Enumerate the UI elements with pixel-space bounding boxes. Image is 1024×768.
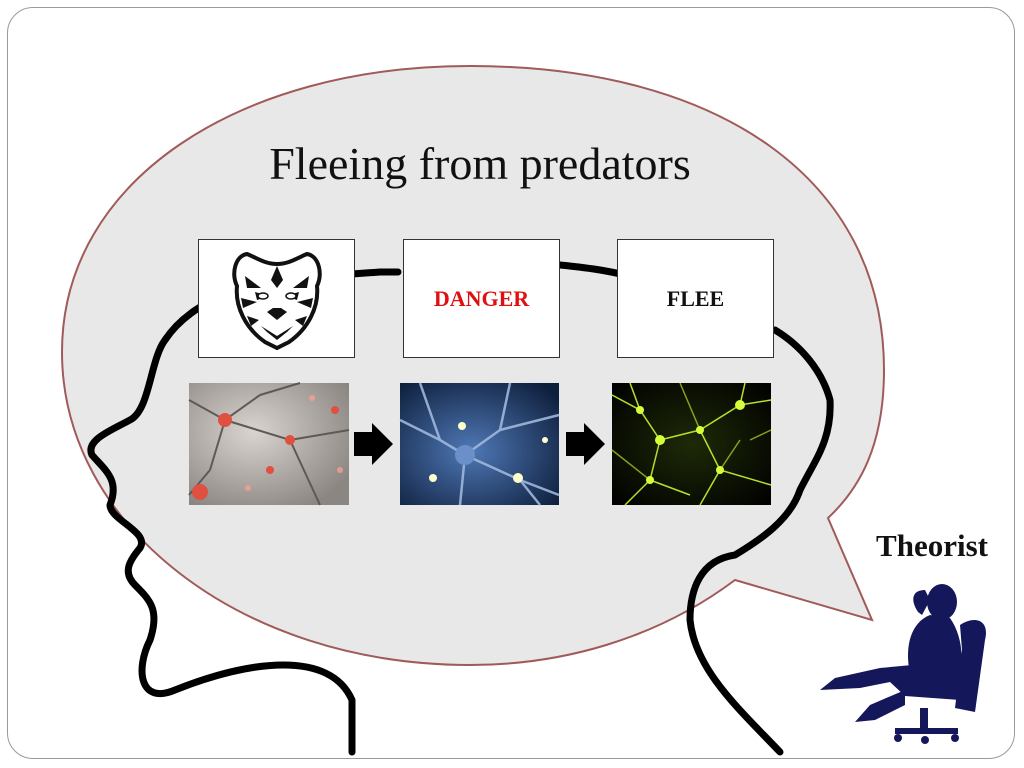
tiger-face-icon bbox=[231, 251, 322, 351]
danger-label: DANGER bbox=[433, 285, 530, 311]
neuron-image-2 bbox=[399, 382, 560, 506]
slide-title: Fleeing from predators bbox=[269, 138, 691, 189]
danger-box: DANGER bbox=[403, 239, 560, 358]
flee-label: FLEE bbox=[666, 285, 725, 311]
right-arrow-icon bbox=[354, 423, 393, 465]
flee-box: FLEE bbox=[617, 239, 774, 358]
theorist-label: Theorist bbox=[876, 528, 988, 563]
right-arrow-icon bbox=[566, 423, 605, 465]
neuron-image-1 bbox=[188, 382, 350, 506]
speech-bubble bbox=[60, 64, 886, 667]
tiger-box bbox=[198, 239, 355, 358]
seated-person-icon bbox=[820, 584, 986, 744]
neuron-image-3 bbox=[611, 382, 772, 506]
